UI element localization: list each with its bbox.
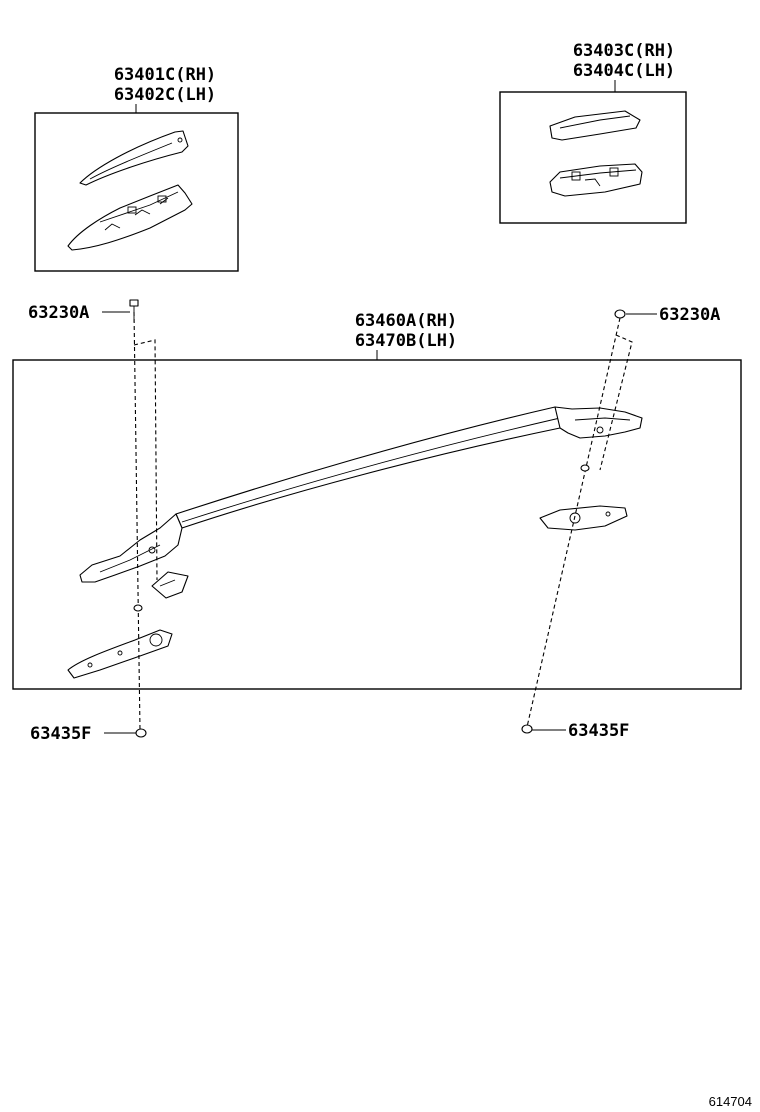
end-cover-rear-upper-part	[549, 110, 641, 141]
bolt-left-head	[129, 299, 139, 307]
end-cover-front-lower-part	[67, 184, 193, 251]
end-cover-front-part-number-rh[interactable]: 63401C(RH)	[114, 65, 216, 85]
end-cover-front-box	[34, 112, 239, 272]
front-bolt-axis	[133, 311, 141, 731]
front-clip-part	[151, 571, 189, 599]
roof-rail-part	[79, 406, 643, 583]
bolt-left-group: 63230A	[28, 299, 139, 323]
end-cover-front-upper-part	[79, 130, 189, 186]
end-cover-rear-lower-part	[549, 163, 643, 197]
front-bolt-offset	[133, 339, 158, 581]
bolt-right-part-number[interactable]: 63230A	[659, 305, 720, 325]
roof-rail-group: 63460A(RH) 63470B(LH)	[12, 311, 742, 731]
roof-rail-box	[12, 359, 742, 690]
end-cover-rear-part-number-rh[interactable]: 63403C(RH)	[573, 41, 675, 61]
figure-number: 614704	[709, 1094, 752, 1109]
bolt-right-group: 63230A	[614, 305, 720, 325]
end-cover-front-part-number-lh[interactable]: 63402C(LH)	[114, 85, 216, 105]
bolt-right-head	[614, 309, 626, 319]
cushion-right-part-number[interactable]: 63435F	[568, 721, 629, 741]
rear-bolt-offset	[599, 334, 633, 471]
rear-pad-part	[539, 505, 628, 531]
cushion-left-part-number[interactable]: 63435F	[30, 724, 91, 744]
rear-washer	[580, 464, 590, 472]
end-cover-rear-box	[499, 91, 687, 224]
bolt-left-part-number[interactable]: 63230A	[28, 303, 89, 323]
cushion-left-part	[135, 728, 147, 738]
cushion-right-group: 63435F	[521, 721, 629, 741]
end-cover-rear-part-number-lh[interactable]: 63404C(LH)	[573, 61, 675, 81]
end-cover-front-group: 63401C(RH) 63402C(LH)	[34, 65, 239, 272]
front-washer	[133, 604, 143, 612]
cushion-left-group: 63435F	[30, 724, 147, 744]
cushion-right-part	[521, 724, 533, 734]
front-pad-part	[67, 629, 173, 679]
end-cover-rear-group: 63403C(RH) 63404C(LH)	[499, 41, 687, 224]
roof-rail-part-number-rh[interactable]: 63460A(RH)	[355, 311, 457, 331]
roof-rail-part-number-lh[interactable]: 63470B(LH)	[355, 331, 457, 351]
